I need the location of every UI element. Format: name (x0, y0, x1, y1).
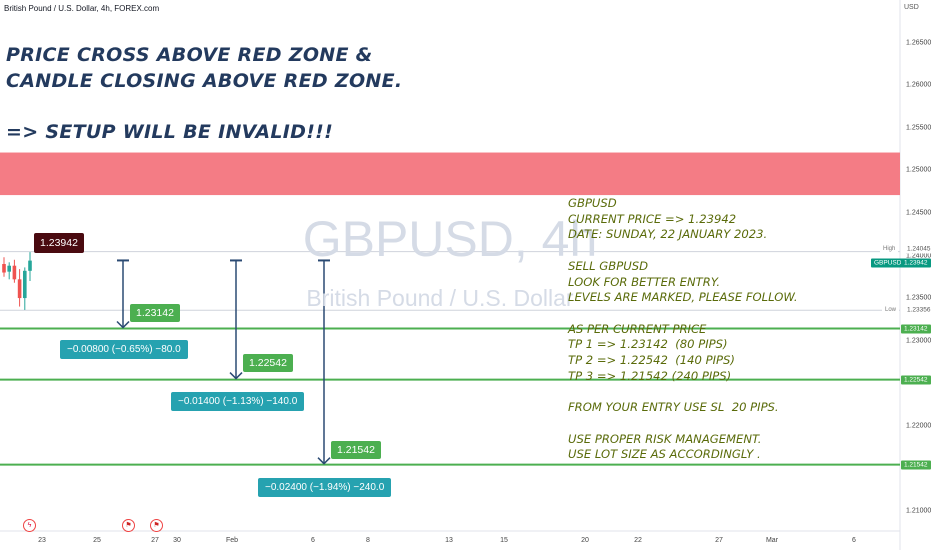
target-price-tag-2: 1.22542 (901, 375, 931, 385)
candle-body (7, 265, 11, 272)
y-tick-label: 1.26000 (906, 81, 932, 89)
axis-currency-unit[interactable]: USD (904, 4, 919, 11)
high-label: High (880, 244, 899, 253)
projection-arrow-head (229, 372, 243, 380)
x-tick-label: 30 (173, 537, 181, 544)
x-tick-label: Mar (765, 537, 779, 544)
trade-note-line: FROM YOUR ENTRY USE SL 20 PIPS. (568, 400, 779, 415)
current-price-tag: 1.23942 (901, 258, 931, 268)
target-price-tag-3: 1.21542 (901, 460, 931, 470)
candle-body (23, 270, 27, 299)
y-tick-label: 1.21000 (906, 507, 932, 515)
lightning-icon[interactable]: ϟ (23, 519, 36, 532)
x-tick-label: 25 (93, 537, 101, 544)
low-label: Low (882, 306, 900, 315)
x-tick-label: 13 (445, 537, 453, 544)
trade-note-line: SELL GBPUSD (568, 258, 648, 273)
current-symbol-tag: GBPUSD (871, 258, 905, 268)
trade-note-line: TP 1 => 1.23142 (80 PIPS) (568, 337, 728, 352)
watermark-symbol: GBPUSD, 4h (302, 211, 598, 267)
y-tick-label: 1.23000 (906, 337, 932, 345)
target-price-callout-2: 1.22542 (243, 354, 293, 372)
symbol-title[interactable]: British Pound / U.S. Dollar, 4h, FOREX.c… (4, 4, 160, 13)
x-tick-label: 15 (500, 537, 508, 544)
y-tick-label: 1.23500 (906, 294, 932, 302)
x-tick-label: 27 (715, 537, 723, 544)
trade-note-line: LOOK FOR BETTER ENTRY. (568, 274, 721, 289)
x-tick-label: 6 (311, 537, 315, 544)
target-change-callout-3: −0.02400 (−1.94%) −240.0 (258, 478, 392, 497)
trade-note-line: TP 3 => 1.21542 (240 PIPS) (568, 368, 732, 383)
trade-note-line: DATE: SUNDAY, 22 JANUARY 2023. (568, 227, 768, 242)
banner-line-2: CANDLE CLOSING ABOVE RED ZONE. (6, 70, 403, 92)
y-tick-label: 1.24500 (906, 209, 932, 217)
trade-note-line (568, 306, 798, 322)
x-tick-label: 8 (366, 537, 370, 544)
target-change-callout-2: −0.01400 (−1.13%) −140.0 (171, 392, 305, 411)
x-tick-label: 6 (852, 537, 856, 544)
candle-body (28, 260, 32, 271)
y-tick-label: 1.24000 (906, 252, 932, 259)
watermark-name: British Pound / U.S. Dollar (306, 285, 574, 311)
banner-line-3: => SETUP WILL BE INVALID!!! (6, 121, 334, 143)
current-price-callout: 1.23942 (34, 233, 84, 253)
trade-note-line: LEVELS ARE MARKED, PLEASE FOLLOW. (568, 290, 798, 305)
y-tick-label: 1.26500 (906, 39, 932, 47)
target-price-callout-3: 1.21542 (331, 441, 381, 459)
target-price-callout-1: 1.23142 (130, 304, 180, 322)
trade-note-line (568, 243, 798, 259)
trade-note-line: CURRENT PRICE => 1.23942 (568, 211, 737, 226)
trade-note-line: AS PER CURRENT PRICE (568, 321, 707, 336)
target-price-tag-1: 1.23142 (901, 324, 931, 334)
candle-body (17, 279, 22, 299)
y-tick-label: 1.22000 (906, 422, 932, 430)
low-value-tag: 1.23356 (904, 305, 932, 315)
projection-arrow-head (317, 457, 331, 465)
trade-note-line: USE LOT SIZE AS ACCORDINGLY . (568, 447, 761, 462)
trade-note-line: TP 2 => 1.22542 (140 PIPS) (568, 353, 735, 368)
us-flag-icon[interactable]: ⚑ (150, 519, 163, 532)
candle-body (12, 265, 17, 280)
trade-note-line: USE PROPER RISK MANAGEMENT. (568, 431, 762, 446)
x-tick-label: 20 (581, 537, 589, 544)
trade-note-line (568, 384, 798, 400)
x-tick-label: 23 (38, 537, 46, 544)
x-tick-label: 27 (151, 537, 159, 544)
trade-note-line: GBPUSD (568, 196, 617, 210)
banner-line-1: PRICE CROSS ABOVE RED ZONE & (6, 44, 373, 66)
projection-arrow-head (116, 320, 130, 329)
y-tick-label: 1.25000 (906, 166, 932, 174)
us-flag-icon[interactable]: ⚑ (122, 519, 135, 532)
x-tick-label: Feb (225, 537, 239, 544)
invalidation-zone (0, 152, 900, 196)
target-change-callout-1: −0.00800 (−0.65%) −80.0 (60, 340, 188, 359)
y-tick-label: 1.25500 (906, 124, 932, 132)
candle-body (2, 264, 6, 273)
high-value-tag: 1.24045 (904, 244, 932, 254)
x-tick-label: 22 (634, 537, 642, 544)
trade-note-line (568, 416, 798, 432)
